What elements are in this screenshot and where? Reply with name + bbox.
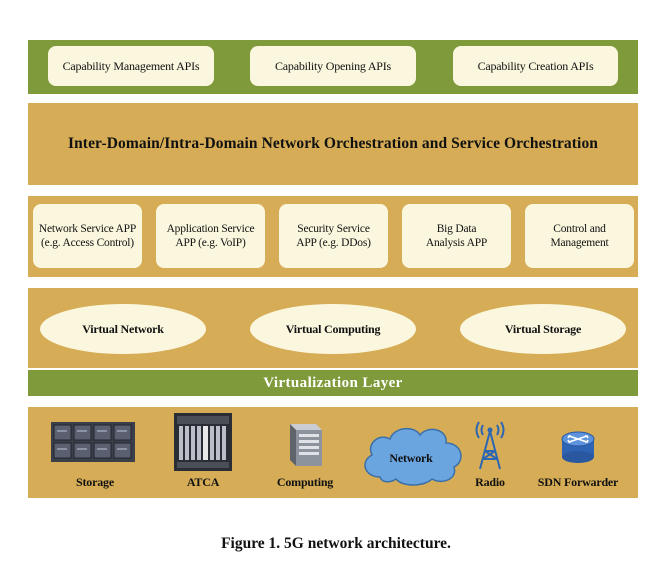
virtual-resources-layer: Virtual Network Virtual Computing Virtua… — [28, 288, 638, 368]
virtualization-layer-label: Virtualization Layer — [263, 374, 403, 391]
radio-tower-icon — [475, 421, 505, 470]
network-label: Network — [389, 451, 433, 465]
sdn-forwarder-label: SDN Forwarder — [537, 475, 619, 489]
storage-label: Storage — [76, 475, 114, 489]
virtual-computing: Virtual Computing — [250, 304, 416, 354]
capability-opening-apis: Capability Opening APIs — [250, 46, 416, 86]
capability-management-apis: Capability Management APIs — [48, 46, 214, 86]
capability-creation-apis: Capability Creation APIs — [453, 46, 618, 86]
computing-label: Computing — [276, 475, 334, 489]
orchestration-layer: Inter-Domain/Intra-Domain Network Orches… — [28, 103, 638, 185]
network-service-app: Network Service APP(e.g. Access Control) — [33, 204, 142, 268]
figure-caption: Figure 1. 5G network architecture. — [221, 535, 451, 552]
server-icon — [290, 424, 322, 466]
virtual-network: Virtual Network — [40, 304, 206, 354]
virtualization-layer: Virtualization Layer — [28, 370, 638, 396]
atca-chassis-icon — [174, 413, 232, 471]
atca-label: ATCA — [186, 475, 220, 489]
application-layer: Network Service APP(e.g. Access Control)… — [28, 196, 638, 277]
network-cloud-icon — [364, 427, 462, 486]
hardware-layer: Storage ATCA Computing Network — [28, 407, 638, 498]
sdn-router-icon — [561, 431, 595, 463]
api-layer: Capability Management APIs Capability Op… — [28, 40, 638, 94]
orchestration-title: Inter-Domain/Intra-Domain Network Orches… — [67, 135, 599, 152]
storage-icon — [51, 422, 135, 462]
radio-label: Radio — [475, 475, 505, 489]
virtual-storage: Virtual Storage — [460, 304, 626, 354]
